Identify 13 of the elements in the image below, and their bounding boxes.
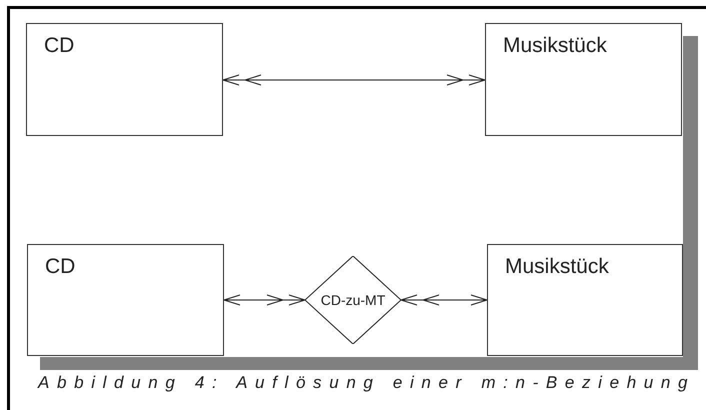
- entity-box: [26, 23, 223, 136]
- relationship-label: CD-zu-MT: [320, 293, 386, 307]
- figure-caption: Abbildung 4: Auflösung einer m:n-Beziehung: [38, 372, 696, 394]
- entity-label: CD: [45, 254, 76, 280]
- entity-box: [485, 23, 682, 136]
- relationship-diamond: [305, 256, 401, 344]
- connector-arrow: [224, 294, 306, 306]
- entity-label: CD: [44, 33, 76, 59]
- entity-box: [27, 244, 224, 356]
- entity-label: Musikstück: [503, 33, 608, 59]
- connector-arrow: [400, 294, 488, 306]
- entity-label: Musikstück: [505, 254, 610, 280]
- entity-box: [487, 244, 683, 356]
